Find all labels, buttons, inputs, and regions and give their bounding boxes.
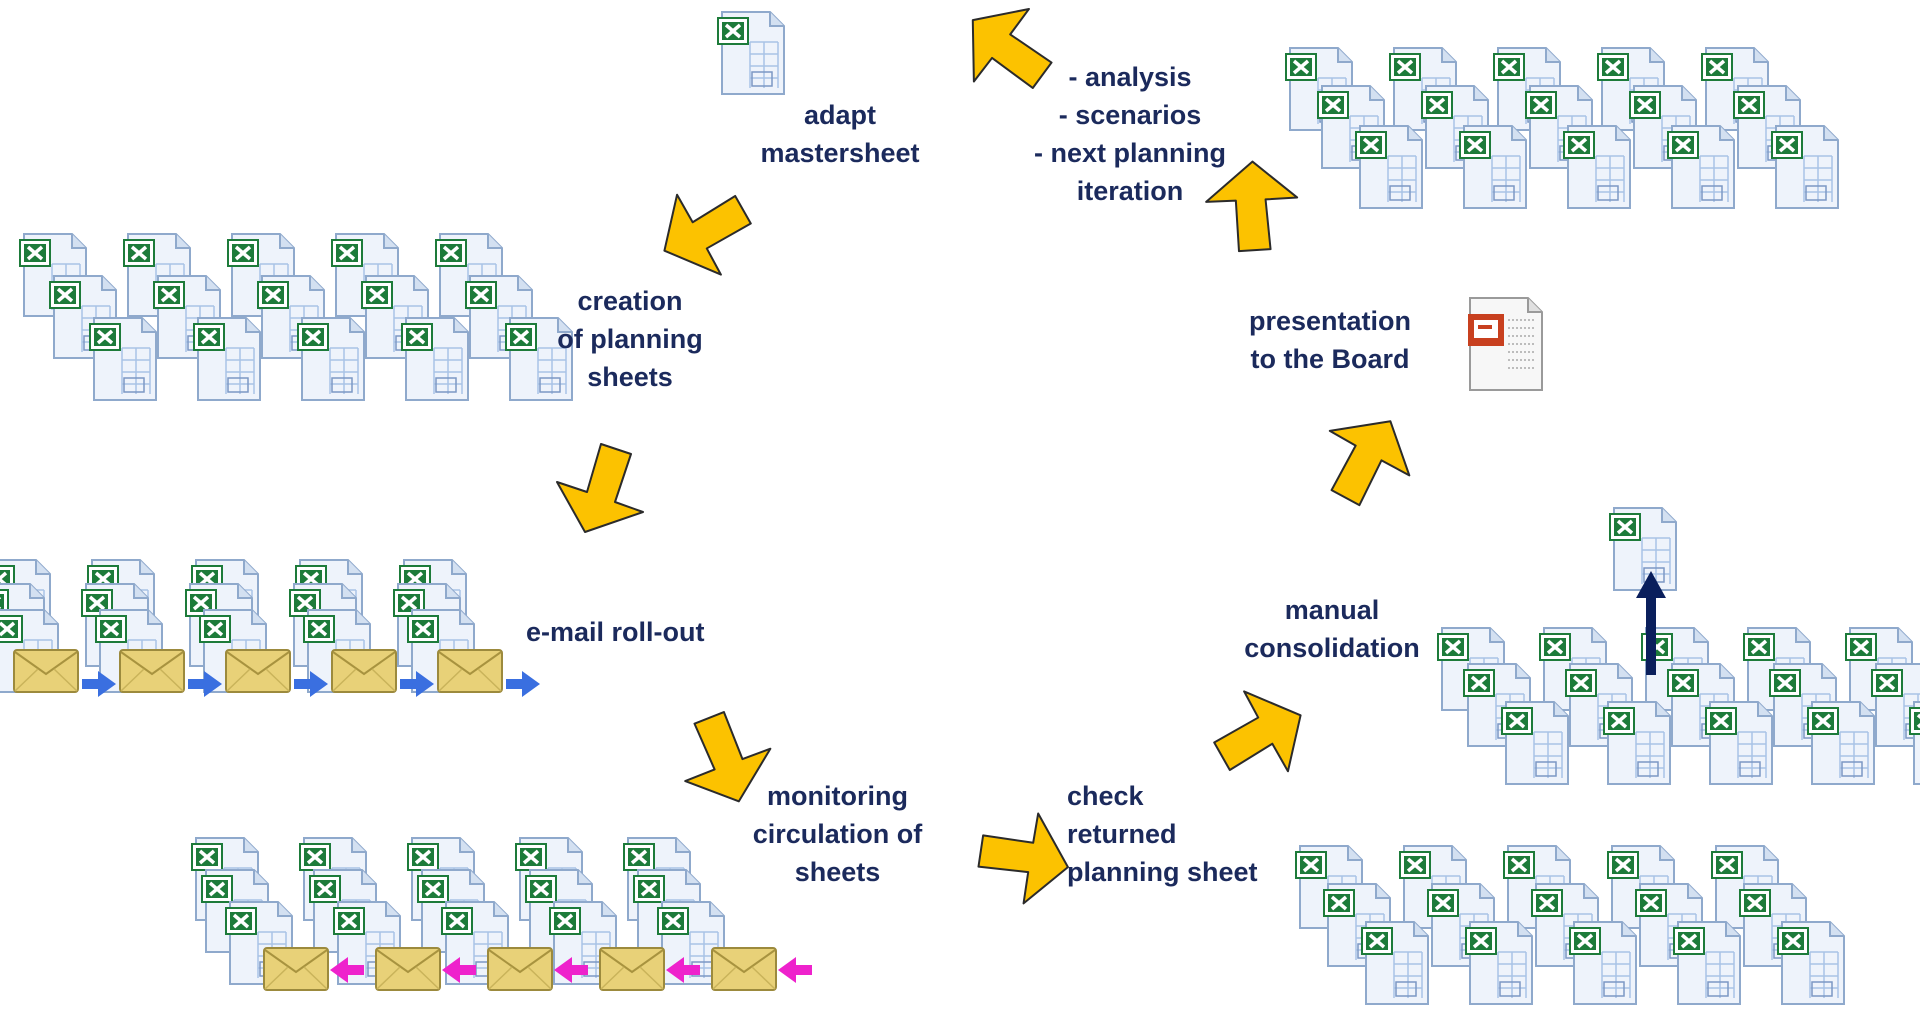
powerpoint-file-icon [1467, 297, 1543, 391]
outgoing-arrow [188, 671, 222, 697]
excel-file-icon [400, 316, 470, 402]
excel-file-icon [1602, 700, 1672, 786]
rollout-cluster [0, 558, 540, 697]
label-line: presentation [1248, 306, 1412, 336]
envelope-icon [331, 649, 397, 693]
envelope-icon [711, 947, 777, 991]
outgoing-arrow [294, 671, 328, 697]
excel-file-icon [1806, 700, 1876, 786]
label-line: e-mail roll-out [526, 617, 705, 647]
label-analysis-scenarios: - analysis - scenarios - next planning i… [1010, 58, 1250, 210]
excel-file-icon [1672, 920, 1742, 1006]
returned-sheets-cluster [1294, 844, 1846, 1006]
analysis-sheets-cluster [1284, 46, 1840, 210]
label-line: to the Board [1250, 344, 1410, 374]
incoming-arrow [666, 957, 700, 983]
excel-file-icon [1770, 124, 1840, 210]
label-line: monitoring [767, 781, 908, 811]
excel-file-icon [88, 316, 158, 402]
label-line: returned [1067, 819, 1177, 849]
label-check-returned-sheet: check returned planning sheet [1067, 777, 1258, 891]
label-line: mastersheet [760, 138, 920, 168]
consolidation-up-arrow [1636, 571, 1666, 675]
envelope-icon [225, 649, 291, 693]
excel-file-icon [1464, 920, 1534, 1006]
envelope-icon [487, 947, 553, 991]
excel-file-icon [1500, 700, 1570, 786]
label-line: iteration [1076, 176, 1184, 206]
outgoing-arrow [82, 671, 116, 697]
label-creation-of-planning-sheets: creation of planning sheets [520, 282, 740, 396]
excel-file-icon [1562, 124, 1632, 210]
excel-file-icon [296, 316, 366, 402]
excel-file-icon [1704, 700, 1774, 786]
label-line: sheets [587, 362, 673, 392]
label-line: sheets [794, 857, 881, 887]
excel-file-icon [1568, 920, 1638, 1006]
label-line: check [1067, 781, 1144, 811]
envelope-icon [263, 947, 329, 991]
excel-file-icon [1666, 124, 1736, 210]
label-line: adapt [803, 100, 876, 130]
outgoing-arrow [400, 671, 434, 697]
excel-file-icon [1360, 920, 1430, 1006]
mastersheet-file [716, 10, 786, 96]
excel-file-icon [192, 316, 262, 402]
envelope-icon [437, 649, 503, 693]
outgoing-arrow [506, 671, 540, 697]
label-monitoring-circulation: monitoring circulation of sheets [725, 777, 950, 891]
excel-file-icon [1776, 920, 1846, 1006]
label-line: of planning [557, 324, 703, 354]
incoming-arrow [554, 957, 588, 983]
label-line: planning sheet [1067, 857, 1258, 887]
label-line: manual [1284, 595, 1380, 625]
planning-sheets-cluster [18, 232, 574, 402]
excel-file-icon [1608, 506, 1678, 592]
cycle-arrow-2-to-creation [642, 165, 768, 291]
label-adapt-mastersheet: adapt mastersheet [735, 96, 945, 172]
label-presentation-to-board: presentation to the Board [1215, 302, 1445, 378]
excel-file-icon [1354, 124, 1424, 210]
excel-file-icon [1458, 124, 1528, 210]
envelope-icon [375, 947, 441, 991]
envelope-icon [599, 947, 665, 991]
label-line: creation [577, 286, 683, 316]
envelope-icon [119, 649, 185, 693]
incoming-arrow [442, 957, 476, 983]
label-line: - analysis [1068, 62, 1192, 92]
consolidation-cluster [1436, 626, 1920, 786]
label-manual-consolidation: manual consolidation [1222, 591, 1442, 667]
envelope-icon [13, 649, 79, 693]
incoming-arrow [330, 957, 364, 983]
label-line: - next planning [1034, 138, 1226, 168]
monitoring-cluster [190, 836, 812, 991]
cycle-arrow-5-to-check [970, 809, 1074, 911]
consolidated-sheet [1608, 506, 1678, 592]
label-line: consolidation [1244, 633, 1420, 663]
cycle-arrow-3-to-rollout [556, 443, 644, 533]
label-line: circulation of [752, 819, 923, 849]
label-line: - scenarios [1058, 100, 1202, 130]
incoming-arrow [778, 957, 812, 983]
cycle-arrow-7-to-presentation [1317, 410, 1419, 514]
excel-file-icon [716, 10, 786, 96]
label-email-rollout: e-mail roll-out [526, 613, 705, 651]
